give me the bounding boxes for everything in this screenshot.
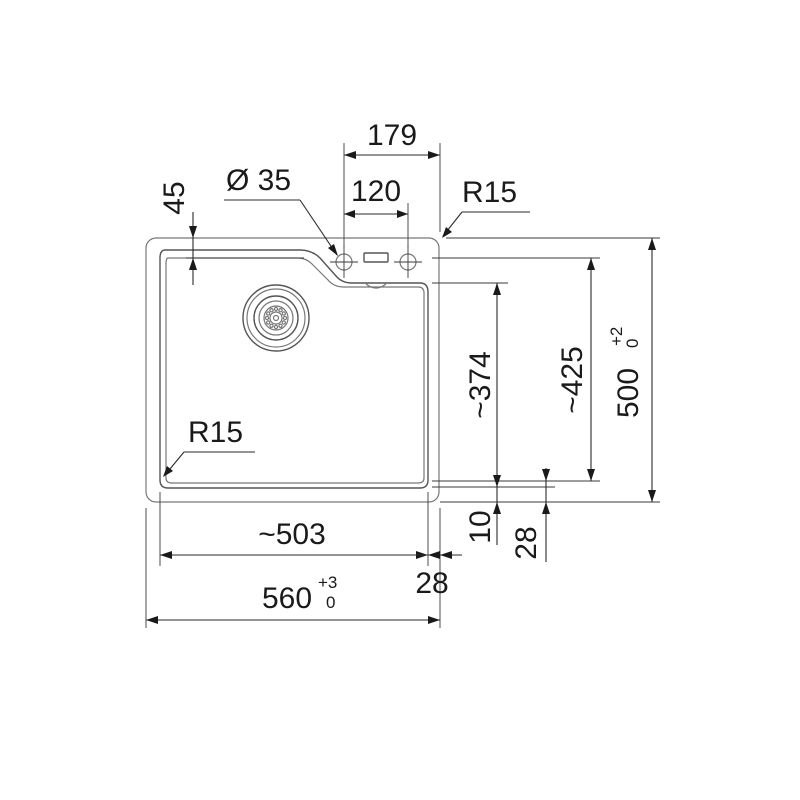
drain-hole — [273, 324, 279, 330]
tap-hole-right — [394, 246, 422, 278]
drain-hole — [278, 308, 283, 313]
sink-inner-bowl-lip — [165, 257, 425, 484]
dimension-500-tol-upper: +2 — [607, 327, 626, 346]
dimension-500: 500 +2 0 — [607, 238, 656, 502]
dimension-120: 120 — [344, 175, 409, 248]
drain-hole — [281, 320, 286, 325]
dimension-28-horizontal-label: 28 — [415, 567, 448, 600]
drain-hole — [269, 308, 274, 313]
sink-inner-bowl — [159, 249, 429, 489]
dimension-374-label: ~374 — [464, 351, 497, 419]
dimension-179: 179 — [343, 119, 441, 248]
dimension-120-label: 120 — [351, 175, 401, 208]
dimension-10: 10 — [464, 487, 501, 545]
overflow-slot — [363, 252, 389, 263]
radius-r15-outer-label: R15 — [462, 176, 517, 209]
radius-r15-inner-callout: R15 — [163, 416, 255, 477]
dimension-45: 45 — [158, 181, 304, 285]
drain-hole — [273, 306, 279, 312]
dimension-500-tol-lower: 0 — [623, 339, 642, 348]
dimension-28-horizontal: 28 — [405, 551, 462, 600]
radius-r15-inner-label: R15 — [188, 416, 243, 449]
dimension-179-label: 179 — [367, 119, 417, 152]
dimension-560: 560 +3 0 — [146, 573, 440, 624]
dimension-503: ~503 — [160, 518, 428, 559]
dimension-503-label: ~503 — [258, 518, 326, 551]
drain-hole — [269, 323, 274, 328]
dimension-425-label: ~425 — [556, 346, 589, 414]
dimension-560-tol-upper: +3 — [318, 573, 337, 592]
dimension-10-label: 10 — [464, 510, 497, 543]
dimension-374: ~374 — [464, 283, 501, 487]
overflow-outlet — [365, 283, 387, 289]
dimension-560-label: 560 — [262, 582, 312, 615]
right-extension-lines — [432, 237, 660, 503]
bottom-extension-lines — [145, 492, 441, 628]
drain-hole — [278, 323, 283, 328]
drain-hole — [281, 311, 286, 316]
sink-outer-rim — [145, 237, 440, 503]
drain-strainer — [242, 284, 310, 352]
radius-r15-outer-callout: R15 — [442, 176, 530, 238]
diameter-35-label: Ø 35 — [226, 164, 291, 197]
dimension-28-vertical: 28 — [510, 468, 550, 562]
sink-outline — [145, 237, 440, 503]
tap-hole-left — [330, 246, 358, 278]
dimension-560-tol-lower: 0 — [326, 593, 335, 612]
drain-hole — [264, 315, 270, 321]
dimension-500-label: 500 — [612, 368, 645, 418]
dimension-28-vertical-label: 28 — [510, 526, 543, 559]
diameter-35-callout: Ø 35 — [224, 164, 338, 256]
drain-hole — [282, 315, 288, 321]
dimension-425: ~425 — [556, 258, 595, 481]
dimension-45-label: 45 — [158, 181, 191, 214]
drain-hole — [266, 320, 271, 325]
drain-hole — [266, 311, 271, 316]
